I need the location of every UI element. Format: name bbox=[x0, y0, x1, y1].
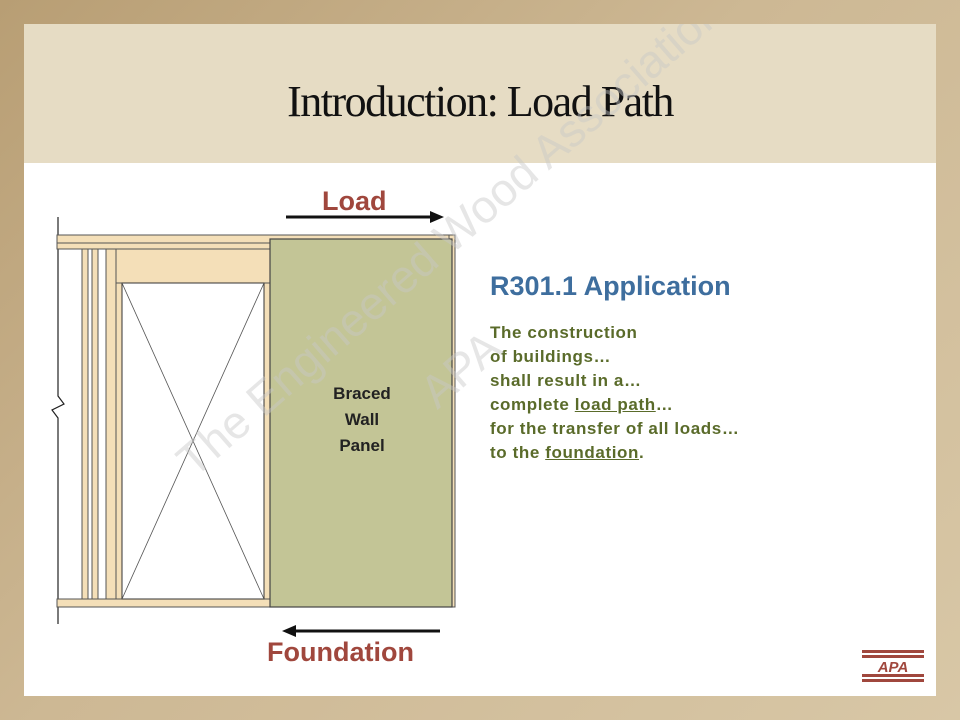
wall-break-line bbox=[51, 217, 65, 624]
load-path-term: load path bbox=[574, 395, 656, 414]
title-band bbox=[24, 24, 936, 163]
foundation-term: foundation bbox=[545, 443, 640, 462]
foundation-label: Foundation bbox=[267, 637, 414, 667]
load-label: Load bbox=[322, 186, 387, 216]
code-text: complete bbox=[490, 395, 575, 414]
code-line: for the transfer of all loads… bbox=[490, 419, 740, 438]
code-line: to the foundation. bbox=[490, 441, 739, 465]
code-section-body: The construction of buildings… shall res… bbox=[490, 321, 739, 465]
wall-framing-diagram bbox=[51, 211, 456, 637]
braced-wall-panel bbox=[269, 238, 453, 608]
opening-cross-line bbox=[121, 282, 265, 600]
slide-title: Introduction: Load Path bbox=[287, 77, 674, 126]
code-text: to the bbox=[490, 443, 546, 462]
code-line: shall result in a… bbox=[490, 371, 642, 390]
code-line: The construction bbox=[490, 323, 638, 342]
panel-label-line: Panel bbox=[339, 436, 385, 455]
code-section-heading: R301.1 Application bbox=[490, 271, 731, 301]
load-arrowhead bbox=[430, 211, 444, 223]
code-line: complete load path… bbox=[490, 393, 739, 417]
stud bbox=[91, 248, 99, 600]
slide: Introduction: Load Path Load Foundatio bbox=[24, 24, 936, 696]
apa-logo-text: APA bbox=[877, 659, 909, 676]
stud bbox=[105, 248, 117, 600]
braced-wall-panel-label: Braced Wall Panel bbox=[300, 381, 424, 459]
foundation-arrowhead bbox=[282, 625, 296, 637]
jack-stud bbox=[263, 282, 271, 600]
code-line: of buildings… bbox=[490, 347, 612, 366]
panel-label-line: Braced bbox=[333, 384, 391, 403]
code-text: … bbox=[655, 395, 674, 414]
panel-label-line: Wall bbox=[344, 410, 380, 429]
jack-stud bbox=[115, 282, 123, 600]
apa-logo: APA bbox=[862, 650, 924, 682]
stud bbox=[81, 248, 89, 600]
code-text: . bbox=[639, 443, 645, 462]
header bbox=[115, 248, 271, 284]
